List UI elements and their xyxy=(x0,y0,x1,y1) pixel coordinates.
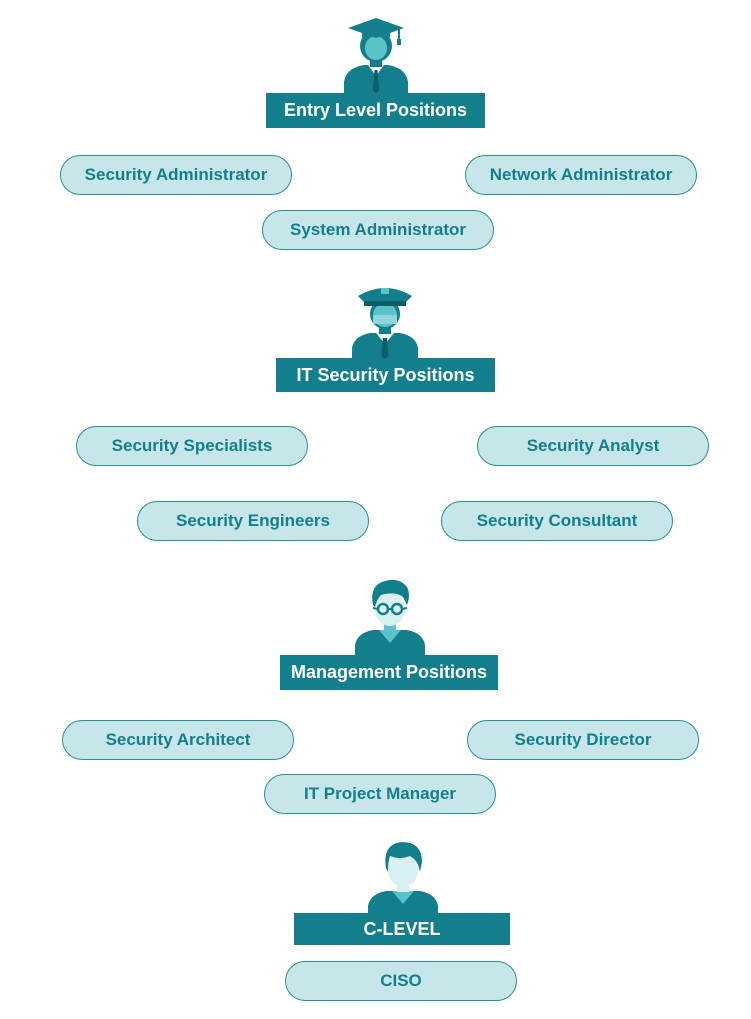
level-title-it-security: IT Security Positions xyxy=(276,358,495,392)
level-title-management: Management Positions xyxy=(280,655,498,690)
manager-icon xyxy=(355,579,425,659)
graduate-icon xyxy=(344,18,408,98)
role-pill-security-director: Security Director xyxy=(467,720,699,760)
role-pill-it-project-manager: IT Project Manager xyxy=(264,774,496,814)
role-pill-security-consultant: Security Consultant xyxy=(441,501,673,541)
role-pill-security-analyst: Security Analyst xyxy=(477,426,709,466)
executive-icon xyxy=(368,842,438,918)
role-pill-ciso: CISO xyxy=(285,961,517,1001)
role-pill-security-administrator: Security Administrator xyxy=(60,155,292,195)
role-pill-system-administrator: System Administrator xyxy=(262,210,494,250)
role-pill-security-architect: Security Architect xyxy=(62,720,294,760)
security-officer-icon xyxy=(352,288,418,362)
role-pill-security-engineers: Security Engineers xyxy=(137,501,369,541)
level-title-entry: Entry Level Positions xyxy=(266,93,485,128)
role-pill-security-specialists: Security Specialists xyxy=(76,426,308,466)
role-pill-network-administrator: Network Administrator xyxy=(465,155,697,195)
level-title-c-level: C-LEVEL xyxy=(294,913,510,945)
